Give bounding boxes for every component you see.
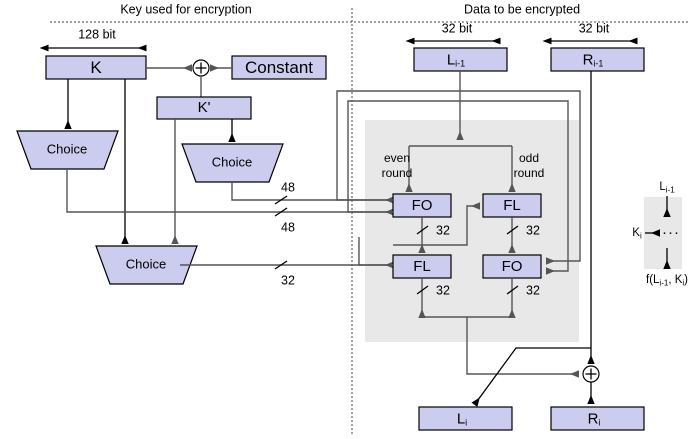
wire-cross-to-l-output (471, 347, 591, 407)
block-k-prime-label: K' (198, 99, 211, 116)
slash-fo-even-out (416, 225, 429, 235)
block-fo-odd-label: FO (502, 258, 523, 275)
block-choice-3-label: Choice (126, 256, 166, 271)
dimension-label-128: 128 bit (78, 27, 116, 41)
block-k-label: K (90, 58, 102, 77)
block-fo-even-label: FO (412, 197, 433, 214)
block-choice-2-label: Choice (212, 154, 252, 169)
width-label-fo-even-out: 32 (436, 223, 450, 237)
bus-slash-32 (274, 260, 288, 270)
dimension-label-32-right: 32 bit (579, 21, 610, 35)
block-l-input-label: Li-1 (447, 51, 465, 68)
block-l-output[interactable] (418, 406, 513, 431)
slash-fl-odd-out (506, 225, 519, 235)
legend-body-glyph: ··· (662, 224, 680, 241)
bus-slash-48-lower (274, 207, 288, 217)
left-section-title: Key used for encryption (120, 2, 251, 16)
odd-round-label-line1: odd (519, 151, 539, 165)
bus-label-48-upper: 48 (281, 180, 295, 194)
width-label-fl-odd-out: 32 (526, 223, 540, 237)
bus-choice1-to-fo-even (66, 169, 394, 216)
block-constant-label: Constant (245, 58, 313, 77)
even-round-label-line1: even (384, 151, 410, 165)
slash-fo-odd-out (506, 285, 519, 295)
slash-fl-even-out (416, 285, 429, 295)
block-r-output[interactable] (550, 406, 645, 431)
bus-label-48-lower: 48 (281, 220, 295, 234)
legend-key-label: Ki (632, 227, 642, 241)
bus-loop-to-fo-odd-upper (336, 90, 581, 265)
odd-round-label-line2: round (514, 166, 545, 180)
wire-merge-to-xor (466, 317, 579, 378)
block-choice-1[interactable] (16, 130, 119, 170)
block-k-prime[interactable] (156, 96, 252, 120)
legend-input-label: Li-1 (659, 181, 675, 195)
block-r-output-label: Ri (588, 410, 601, 427)
wire-cross-to-fl-odd (393, 202, 480, 246)
bus-stub-fl-even (358, 237, 393, 266)
bus-loop-to-fo-odd-lower (347, 100, 569, 275)
block-fl-odd-label: FL (503, 197, 521, 214)
block-fl-even-label: FL (413, 258, 431, 275)
legend-output-label: f(Li-1, Ki) (646, 274, 688, 288)
block-choice-3[interactable] (95, 245, 198, 285)
block-r-input-label: Ri-1 (583, 51, 604, 68)
block-choice-1-label: Choice (47, 141, 87, 156)
bus-label-32: 32 (281, 273, 295, 287)
block-l-output-label: Li (457, 410, 467, 427)
bus-slash-48-upper (274, 195, 288, 205)
dimension-label-32-left: 32 bit (442, 21, 473, 35)
width-label-fl-even-out: 32 (436, 283, 450, 297)
block-choice-2[interactable] (181, 143, 284, 183)
right-section-title: Data to be encrypted (464, 2, 580, 16)
even-round-label-line2: round (382, 166, 413, 180)
round-function-panel (365, 120, 579, 342)
block-r-input[interactable] (550, 47, 645, 72)
width-label-fo-odd-out: 32 (526, 283, 540, 297)
